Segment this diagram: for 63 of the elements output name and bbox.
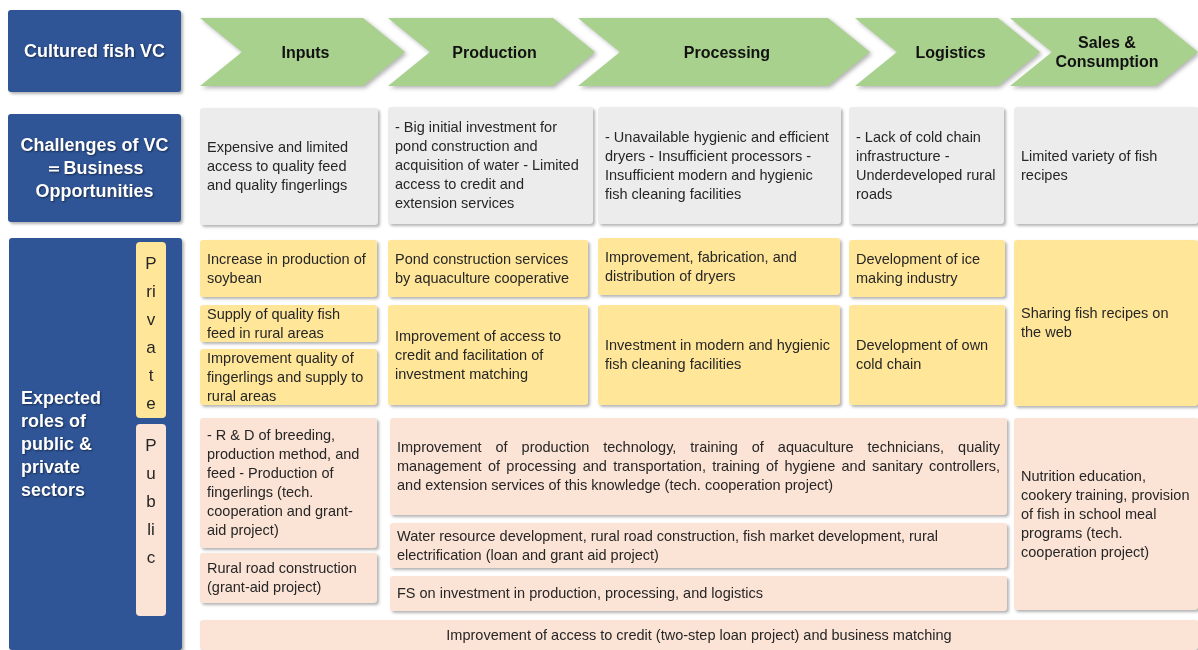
public-role-box	[390, 418, 1007, 515]
role-text: Improvement of access to credit (two-step loan project) and business matching	[446, 625, 952, 645]
private-role-box	[849, 240, 1005, 297]
heading-text: Expected roles of public & private sectors	[21, 386, 103, 502]
challenge-box	[849, 107, 1004, 224]
stage-banner	[200, 18, 405, 86]
sector-label: Public	[145, 435, 157, 570]
sector-tab	[136, 424, 166, 616]
public-role-box	[390, 576, 1007, 611]
private-role-box	[388, 240, 588, 297]
private-role-box	[598, 238, 840, 295]
role-text: Improvement of production technology, training of aquaculture technicians, quality management of processing and transportation, training of hygiene and sanitary controllers, and extension services of this knowledge (tech. cooperation project)	[397, 438, 1000, 495]
stage-banner	[388, 18, 595, 86]
role-text: Improvement quality of fingerlings and supply to rural areas	[207, 348, 365, 406]
heading-text: Cultured fish VC	[24, 39, 165, 63]
role-text: - Big initial investment for pond construction and acquisition of water - Limited access to credit and extension services	[395, 118, 580, 213]
stage-banner	[1010, 18, 1198, 86]
challenge-box	[1014, 107, 1198, 224]
role-text: Improvement of access to credit and facilitation of investment matching	[395, 326, 562, 384]
role-text: Sharing fish recipes on the web	[1021, 304, 1170, 342]
stage-label: Processing	[682, 42, 772, 62]
public-role-box	[200, 553, 377, 603]
role-text: Nutrition education, cookery training, provision of fish in school meal programs (tech. cooperation project)	[1021, 466, 1191, 562]
role-text: Expensive and limited access to quality feed and quality fingerlings	[207, 138, 350, 195]
heading-box	[8, 10, 181, 92]
public-role-box	[200, 418, 377, 548]
stage-label: Production	[451, 42, 538, 62]
private-role-box	[200, 240, 377, 297]
role-text: Supply of quality fish feed in rural areas	[207, 304, 341, 343]
role-text: - Unavailable hygienic and efficient dryers - Insufficient processors - Insufficient modern and hygienic fish cleaning facilities	[605, 127, 830, 204]
role-text: Water resource development, rural road construction, fish market development, rural electrification (loan and grant aid project)	[397, 526, 940, 565]
sector-label: Private	[145, 253, 157, 416]
private-role-box	[388, 305, 588, 405]
private-role-box	[200, 305, 377, 342]
role-text: Investment in modern and hygienic fish cleaning facilities	[605, 336, 831, 374]
challenge-box	[598, 107, 841, 224]
public-role-box	[390, 523, 1007, 568]
private-role-box	[1014, 240, 1198, 406]
sector-tab	[136, 242, 166, 418]
private-role-box	[598, 305, 840, 405]
challenge-box	[200, 108, 378, 225]
heading-text: Challenges of VC＝Business Opportunities	[19, 133, 170, 203]
role-text: FS on investment in production, processing, and logistics	[397, 584, 764, 603]
stage-label: Inputs	[280, 42, 331, 62]
role-text: Pond construction services by aquaculture cooperative	[395, 249, 571, 288]
private-role-box	[849, 305, 1005, 405]
stage-label: Sales & Consumption	[1054, 33, 1160, 71]
heading-box	[8, 114, 181, 222]
stage-banner	[855, 18, 1040, 86]
role-text: Rural road construction (grant-aid project)	[207, 559, 358, 597]
stage-banner	[578, 18, 870, 86]
role-text: - Lack of cold chain infrastructure - Underdeveloped rural roads	[856, 127, 997, 204]
public-role-box	[200, 620, 1198, 650]
heading-box	[9, 238, 182, 650]
public-role-box	[1014, 418, 1198, 610]
role-text: Development of own cold chain	[856, 336, 990, 374]
role-text: Limited variety of fish recipes	[1021, 146, 1159, 185]
role-text: Improvement, fabrication, and distribution of dryers	[605, 247, 798, 286]
role-text: Increase in production of soybean	[207, 249, 367, 288]
role-text: - R & D of breeding, production method, and feed - Production of fingerlings (tech. cooperation and grant-aid project)	[207, 426, 361, 540]
stage-label: Logistics	[914, 42, 987, 62]
challenge-box	[388, 107, 593, 224]
role-text: Development of ice making industry	[856, 249, 982, 288]
